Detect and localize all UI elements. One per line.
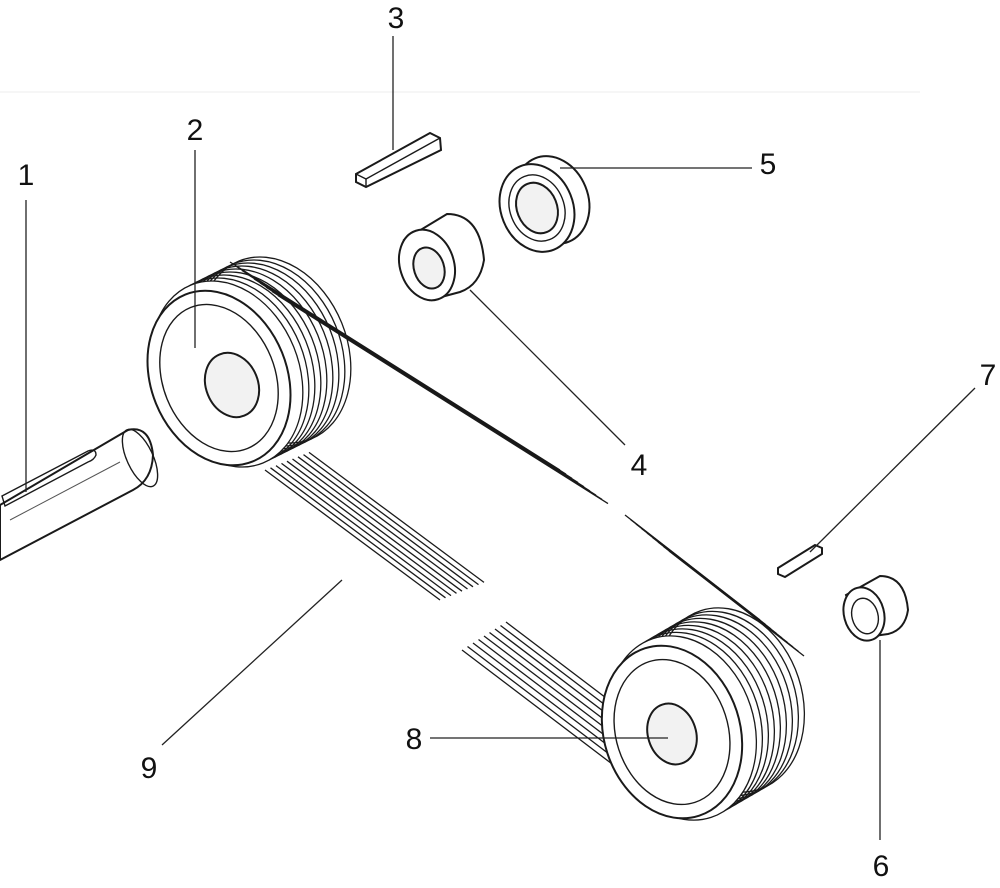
driven-pulley (600, 607, 806, 821)
bushing-small-face (842, 586, 886, 642)
key-large-body (355, 131, 443, 189)
bushing-large (398, 212, 486, 302)
sleeve-ring-lip (508, 174, 566, 242)
callout-4: 4 (631, 449, 648, 482)
belt-right-run-strand (668, 550, 805, 657)
bushing-large-bore (412, 246, 446, 290)
key-small (777, 543, 823, 579)
key-large-edge (355, 173, 367, 180)
callout-9: 9 (141, 752, 158, 785)
drive-shaft-body (0, 428, 155, 562)
leader-lines (25, 36, 976, 840)
key-large (355, 131, 443, 189)
belt-lower-continuation-strand (461, 649, 621, 771)
key-small-body (777, 543, 823, 579)
belt-lower-run-strand (281, 462, 457, 594)
drive-pulley-bore (203, 351, 261, 419)
belt-lower-run-strand (275, 465, 452, 597)
drive-shaft-highlight (9, 461, 121, 521)
drive-pulley-inner-rim (159, 303, 279, 453)
driven-pulley-inner-rim (613, 658, 731, 806)
bushing-small (842, 574, 910, 642)
belt-right-run (624, 514, 805, 657)
key-large-edge-3 (365, 137, 441, 180)
belt-lower-run-strand (286, 460, 463, 592)
belt-lower-run-strand (308, 451, 485, 583)
callout-7: 7 (980, 359, 997, 392)
callout-numbers: 1 2 3 4 5 6 7 8 9 (18, 2, 997, 883)
sleeve-ring (498, 155, 591, 253)
leader-4 (469, 289, 626, 446)
callout-3: 3 (388, 2, 405, 35)
belt-upper-run-strand (277, 295, 609, 505)
belt-lower-continuation-strand (467, 645, 626, 768)
driven-pulley-bore (646, 702, 698, 766)
drive-shaft-end (121, 428, 159, 488)
callout-5: 5 (760, 148, 777, 181)
leader-7 (809, 387, 976, 553)
belt-lower-run-strand (292, 458, 468, 590)
belt-lower-run-strand (297, 456, 474, 588)
drive-shaft-keyway (1, 449, 97, 508)
leader-9 (161, 579, 343, 746)
drive-shaft (0, 428, 159, 562)
belt-lower-run-strand (303, 454, 479, 586)
callout-6: 6 (873, 850, 890, 883)
bushing-small-bore (850, 597, 880, 635)
drive-pulley (146, 256, 352, 468)
callout-2: 2 (187, 114, 204, 147)
belt-lower-run-strand (264, 469, 441, 601)
callout-1: 1 (18, 159, 35, 192)
sleeve-ring-bore (515, 181, 559, 235)
belt-lower-run-strand (270, 467, 446, 599)
callout-8: 8 (406, 723, 423, 756)
